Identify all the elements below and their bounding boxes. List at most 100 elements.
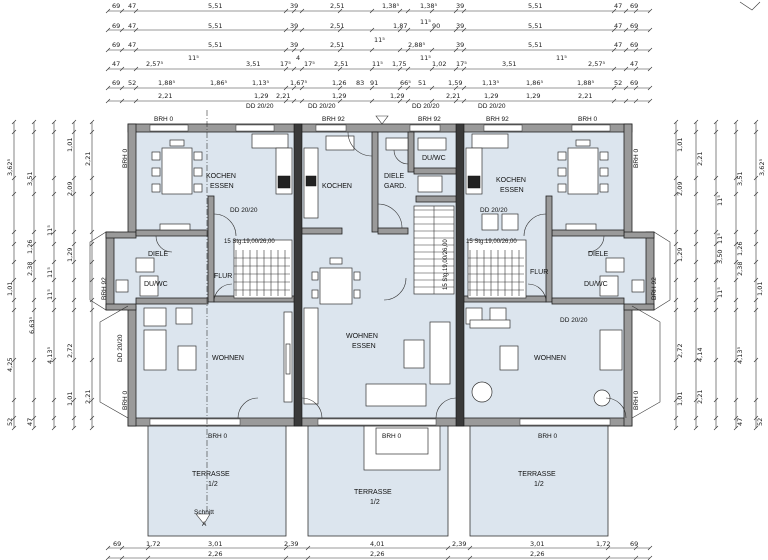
dim: 1,72 (596, 540, 610, 548)
drawing-line (693, 241, 699, 247)
drawing-line (71, 307, 77, 313)
brh-label: BRH 92 (322, 116, 345, 123)
dim: 2,21 (696, 152, 704, 166)
dim: 2,09 (676, 182, 684, 196)
section-label: Schnitt (194, 509, 214, 516)
drawing-line (51, 191, 57, 197)
dim: 47 (128, 22, 136, 30)
dim: 2,51 (330, 22, 344, 30)
room-label: DU/WC (144, 281, 168, 288)
room-label: TERRASSE (518, 471, 556, 478)
drawing-line (611, 27, 617, 33)
top-dimension-chains: 69 47 5,51 39 2,51 1,38⁵ 1,38⁵ 39 5,51 4… (105, 2, 653, 104)
drawing-line (733, 191, 739, 197)
dim: 1,86⁵ (526, 79, 543, 87)
dim: 39 (456, 22, 464, 30)
drawing-line (71, 119, 77, 125)
drawing-line (693, 277, 699, 283)
drawing-line (647, 66, 653, 72)
dim-row-6: 2,21 1,29 2,21 1,29 1,29 2,21 1,29 1,29 … (158, 92, 592, 100)
dim: 1,01 (6, 282, 14, 296)
room-label: FLUR (530, 269, 548, 276)
dim: 69 (630, 22, 638, 30)
room-label: FLUR (214, 273, 232, 280)
drawing-line (633, 47, 639, 53)
drawing-line (673, 119, 679, 125)
drawing-line (673, 259, 679, 265)
corner-mark (739, 1, 761, 11)
drawing-line (693, 259, 699, 265)
drawing-line (71, 191, 77, 197)
room-label: WOHNEN (534, 355, 566, 362)
section-letter: A (202, 521, 207, 528)
drawing-line (733, 277, 739, 283)
stair-middle (413, 205, 455, 295)
drawing-line (753, 129, 759, 135)
drawing-line (633, 66, 639, 72)
drawing-line (673, 415, 679, 421)
drawing-line (299, 47, 305, 53)
dim: 2,09 (66, 182, 74, 196)
drawing-line (733, 241, 739, 247)
drawing-line (713, 425, 719, 431)
dim: 47 (614, 22, 622, 30)
drawing-line (11, 191, 17, 197)
drawing-line (105, 545, 111, 551)
drawing-line (119, 47, 125, 53)
drawing-line (51, 297, 57, 303)
brh-label: BRH 0 (633, 148, 640, 168)
drawing-line (693, 307, 699, 313)
drawing-line (89, 307, 95, 313)
dim: 1,59 (448, 79, 462, 87)
drawing-line (283, 85, 289, 91)
drawing-line (461, 85, 467, 91)
drawing-line (405, 8, 411, 14)
drawing-line (119, 66, 125, 72)
drawing-line (283, 8, 289, 14)
drawing-line (369, 85, 375, 91)
drawing-line (713, 129, 719, 135)
drawing-line (31, 175, 37, 181)
drawing-line (89, 415, 95, 421)
dim: 17⁵ (304, 60, 315, 68)
dim-row-1: 69 47 5,51 39 2,51 1,38⁵ 1,38⁵ 39 5,51 4… (112, 2, 638, 10)
drawing-line (31, 119, 37, 125)
drawing-line (713, 241, 719, 247)
drawing-line (733, 357, 739, 363)
drawing-line (89, 229, 95, 235)
drawing-line (467, 545, 473, 551)
drawing-line (133, 27, 139, 33)
drawing-line (733, 175, 739, 181)
drawing-line (71, 277, 77, 283)
dim: 69 (112, 2, 120, 10)
dim: 11⁵ (556, 54, 567, 62)
drawing-line (299, 8, 305, 14)
drawing-line (693, 397, 699, 403)
drawing-line (673, 241, 679, 247)
drawing-line (633, 98, 639, 104)
drawing-line (623, 66, 629, 72)
bottom-dimension-chains: 69 1,72 3,01 2,39 4,01 2,39 3,01 1,72 69… (105, 540, 653, 560)
drawing-line (623, 27, 629, 33)
drawing-line (299, 98, 305, 104)
drawing-line (453, 27, 459, 33)
drawing-line (605, 555, 611, 560)
drawing-line (71, 175, 77, 181)
drawing-line (753, 119, 759, 125)
room-fills (112, 132, 648, 418)
dim: 52 (756, 418, 764, 426)
dim-row-3: 69 47 5,51 39 2,51 11⁵ 2,88⁵ 39 5,51 47 … (112, 36, 638, 49)
dim: 11⁵ (420, 54, 431, 62)
drawing-line (11, 129, 17, 135)
dim: 1,29 (66, 248, 74, 262)
drawing-line (713, 357, 719, 363)
brh-label: BRH 92 (651, 277, 658, 300)
dim: 3,01 (530, 540, 544, 548)
drawing-line (753, 191, 759, 197)
dim: 47 (614, 2, 622, 10)
drawing-line (105, 47, 111, 53)
room-label: 1/2 (208, 481, 218, 488)
brh-label: BRH 92 (486, 116, 509, 123)
drawing-line (291, 66, 297, 72)
dim: 39 (456, 2, 464, 10)
